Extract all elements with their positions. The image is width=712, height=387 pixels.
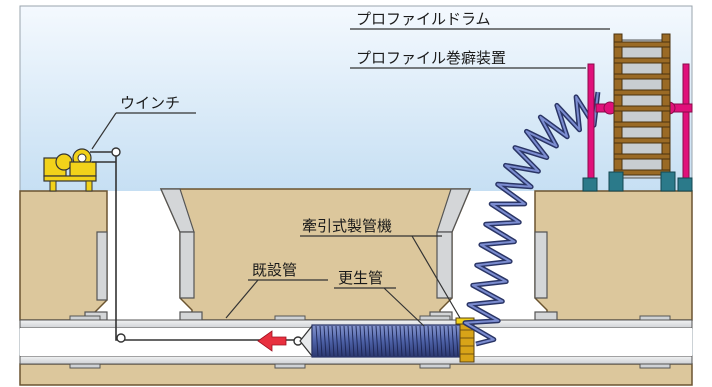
coil-winding-line <box>331 325 335 357</box>
coil-winding-line <box>315 325 319 357</box>
profile-drum-icon <box>613 33 671 181</box>
label-winding-device: プロファイル巻癖装置 <box>356 49 506 67</box>
coil-winding-line <box>339 325 343 357</box>
coil-winding-line <box>435 325 439 357</box>
winch-icon <box>43 148 97 192</box>
coil-winding-line <box>375 325 379 357</box>
equipment-feet <box>582 171 693 192</box>
coil-winding-line <box>399 325 403 357</box>
drum-rung <box>613 137 671 144</box>
drum-rung <box>613 89 671 96</box>
coil-winding-line <box>415 325 419 357</box>
drum-rung <box>613 73 671 80</box>
coil-winding-line <box>427 325 431 357</box>
label-rehab-pipe: 更生管 <box>338 269 383 287</box>
coil-winding-line <box>355 325 359 357</box>
coil-winding-line <box>395 325 399 357</box>
drum-rung <box>613 121 671 128</box>
coil-winding-line <box>431 325 435 357</box>
drum-rung <box>613 41 671 48</box>
coil-winding-line <box>451 325 455 357</box>
pull-direction-arrow-icon <box>257 330 287 352</box>
drum-rung <box>613 105 671 112</box>
coil-winding-line <box>363 325 367 357</box>
leader-lines <box>91 28 610 327</box>
coil-winding-line <box>455 325 459 357</box>
coil-winding-line <box>387 325 391 357</box>
profile-spring <box>462 91 601 347</box>
coil-winding-line <box>359 325 363 357</box>
label-traction-machine: 牽引式製管機 <box>302 217 392 235</box>
soil-right <box>534 190 693 321</box>
coil-winding-line <box>319 325 323 357</box>
cable-pulley-top <box>111 147 121 157</box>
label-existing-pipe: 既設管 <box>252 261 297 279</box>
rehab-pipe-coil <box>311 324 463 358</box>
cable-pulley-bottom <box>116 333 126 343</box>
coil-winding-line <box>335 325 339 357</box>
coil-winding-line <box>347 325 351 357</box>
coil-winding-line <box>423 325 427 357</box>
coil-winding-line <box>419 325 423 357</box>
winch-cable <box>90 151 300 341</box>
soil-left <box>19 190 108 321</box>
coil-winding-line <box>443 325 447 357</box>
coil-winding-line <box>407 325 411 357</box>
coil-winding-line <box>343 325 347 357</box>
label-profile-drum: プロファイルドラム <box>356 10 491 28</box>
label-winch: ウインチ <box>120 94 180 112</box>
coil-winding-line <box>367 325 371 357</box>
coil-winding-line <box>411 325 415 357</box>
coil-winding-line <box>327 325 331 357</box>
soil-middle <box>159 188 472 321</box>
soil-bottom <box>19 363 693 386</box>
coil-winding-line <box>323 325 327 357</box>
coil-winding-line <box>351 325 355 357</box>
ground-soil <box>19 188 693 386</box>
drum-rung <box>613 57 671 64</box>
coil-winding-line <box>447 325 451 357</box>
coil-winding-line <box>439 325 443 357</box>
coil-winding-line <box>383 325 387 357</box>
coil-winding-line <box>371 325 375 357</box>
coil-winding-line <box>403 325 407 357</box>
drum-rung <box>613 153 671 160</box>
coil-winding-line <box>379 325 383 357</box>
coil-winding-line <box>391 325 395 357</box>
